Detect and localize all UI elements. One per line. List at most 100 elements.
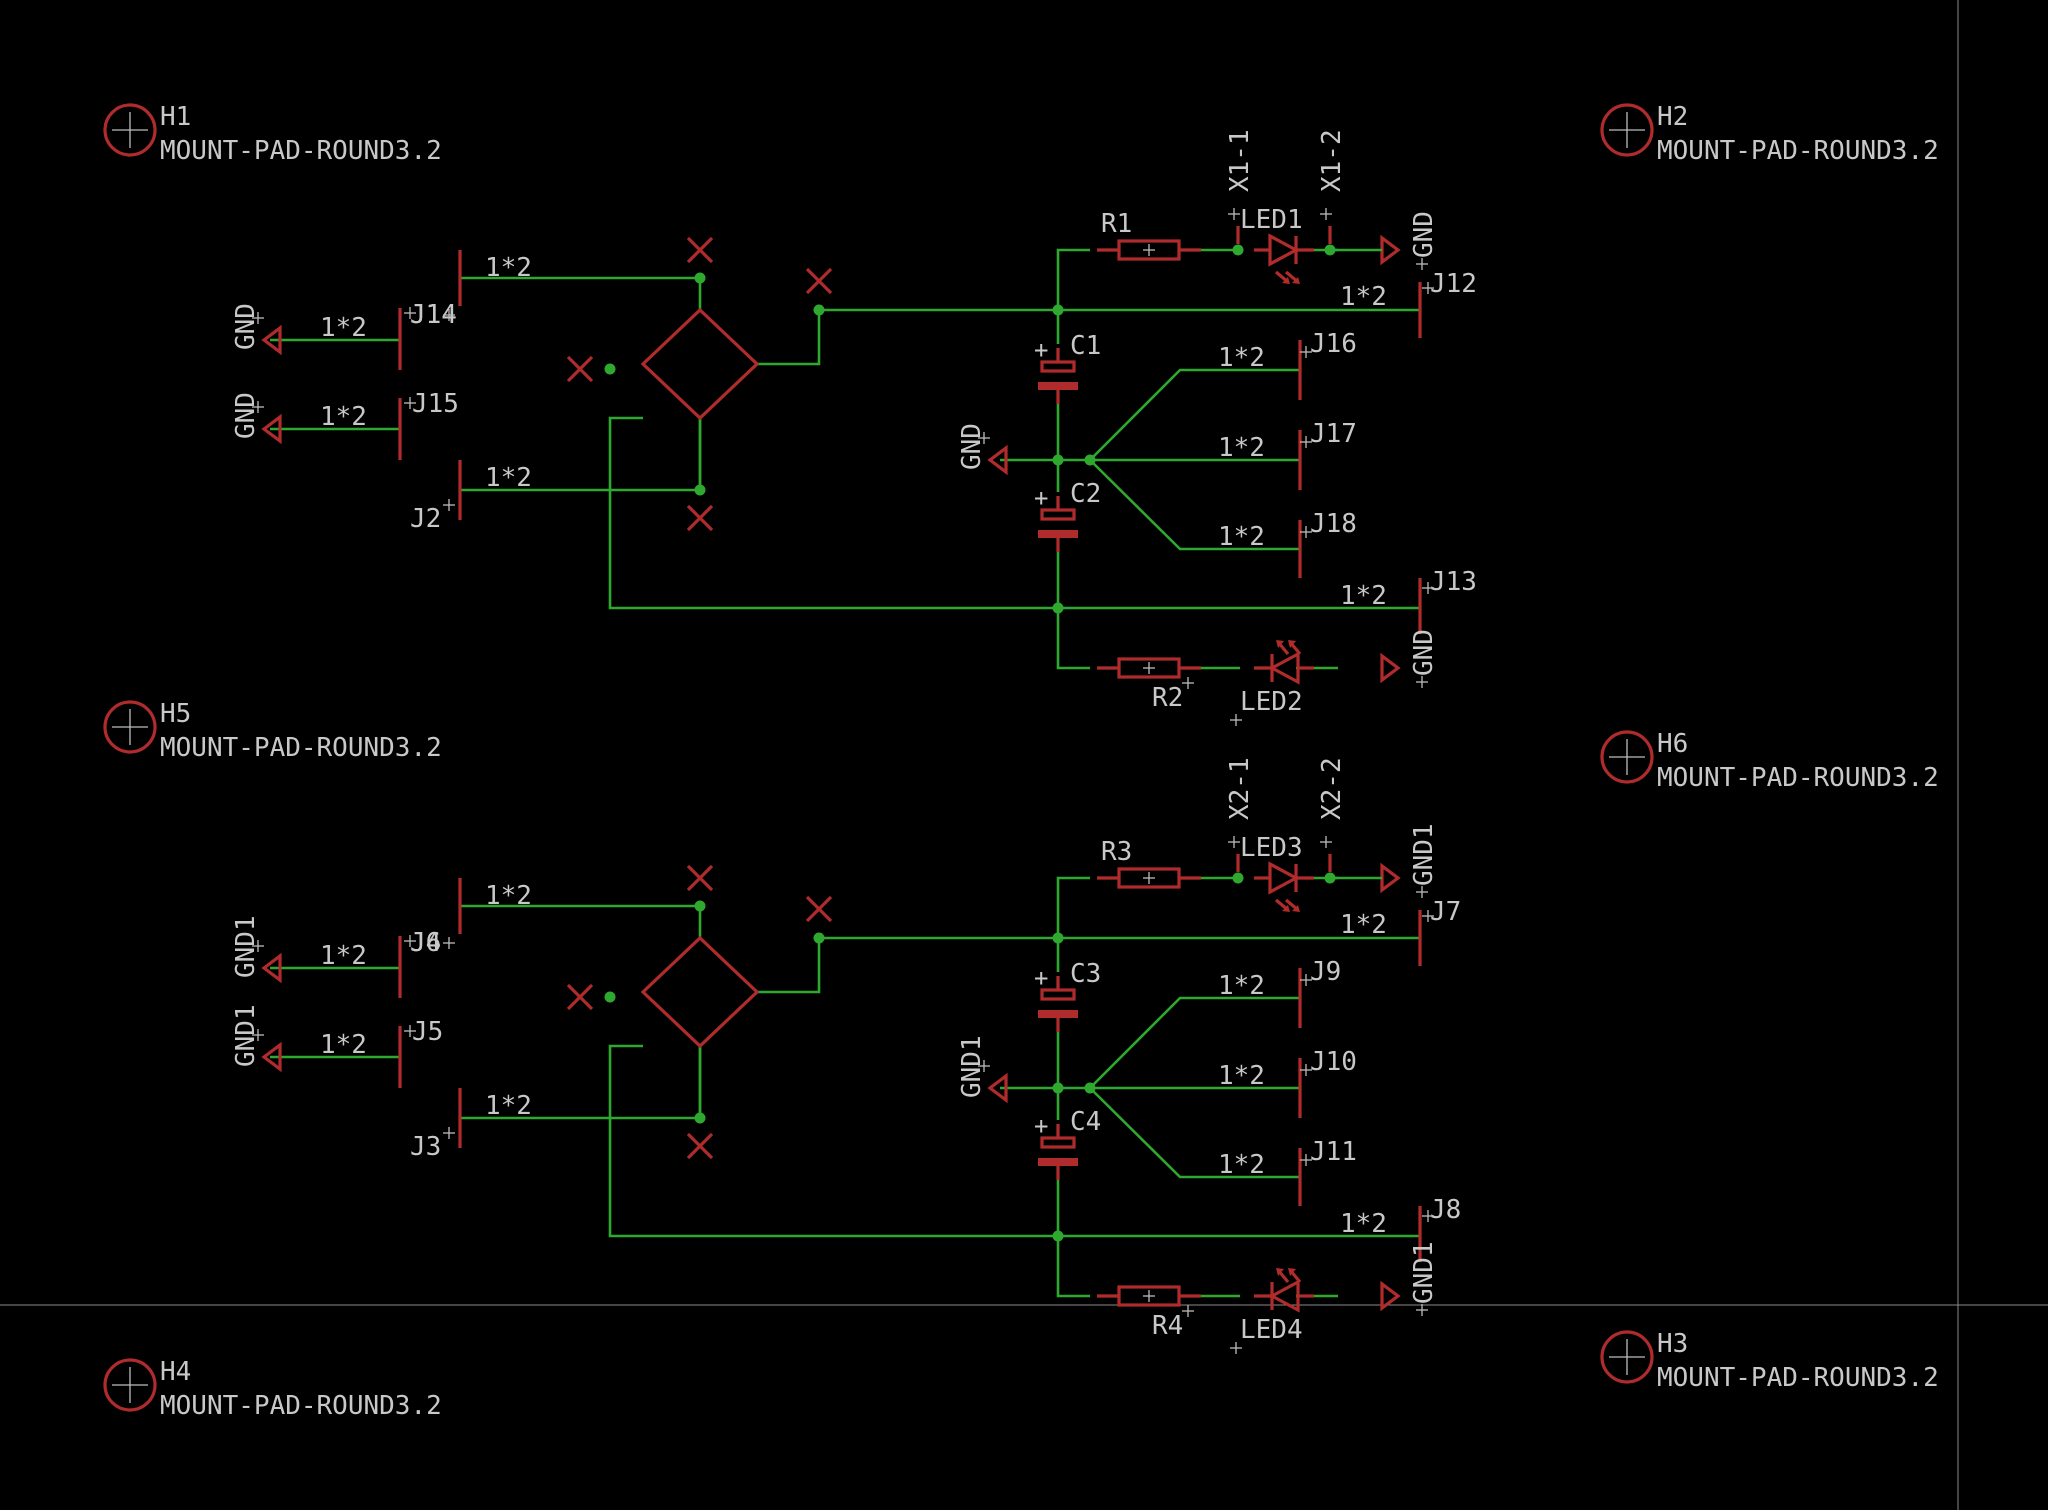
led-led2[interactable]: LED2: [1230, 640, 1314, 726]
ground-label: GND1: [1409, 823, 1439, 886]
capacitor-c4[interactable]: +C4: [1034, 1107, 1101, 1180]
connector-ref: J16: [1310, 329, 1357, 359]
ground-icon: [1380, 234, 1401, 266]
capacitor-ref: C3: [1070, 959, 1101, 989]
resistor-r1[interactable]: R1: [1097, 209, 1201, 261]
junction-dot: [604, 991, 616, 1003]
ground-symbol[interactable]: GND: [1380, 629, 1439, 688]
mount-hole-h5[interactable]: H5 MOUNT-PAD-ROUND3.2: [103, 699, 442, 763]
connector-value: 1*2: [485, 463, 532, 493]
net-wire[interactable]: [1089, 1087, 1300, 1179]
ground-symbol[interactable]: GND1: [957, 1035, 1008, 1104]
led-led1[interactable]: LED1: [1240, 205, 1314, 284]
net-wire[interactable]: [608, 416, 1058, 610]
connector-value: 1*2: [485, 881, 532, 911]
connector-ref: J8: [1430, 1195, 1461, 1225]
ground-label: GND1: [231, 915, 261, 978]
ground-symbol[interactable]: GND1: [1380, 1241, 1439, 1316]
capacitor-c1[interactable]: +C1: [1034, 331, 1101, 404]
test-point-ref: X1-2: [1317, 129, 1347, 192]
bridge-rectifier-icon[interactable]: [640, 307, 760, 421]
ground-icon: [1380, 862, 1401, 894]
ground-icon: [1380, 1280, 1401, 1312]
net-wire[interactable]: [1056, 876, 1090, 938]
no-connect-icon: [686, 864, 714, 892]
net-wire[interactable]: [1056, 1236, 1090, 1298]
connector-j2[interactable]: 1*2J2: [410, 460, 532, 534]
connector-j3[interactable]: 1*2J3: [410, 1088, 532, 1162]
led-icon: [1268, 651, 1300, 685]
ground-symbol[interactable]: GND: [231, 303, 282, 356]
net-wire[interactable]: [1056, 608, 1090, 670]
connector-ref: J2: [410, 504, 441, 534]
led-led3[interactable]: LED3: [1240, 833, 1314, 912]
led-led4[interactable]: LED4: [1230, 1268, 1314, 1354]
junction-dot: [694, 484, 706, 496]
resistor-r3[interactable]: R3: [1097, 837, 1201, 889]
mount-hole-h6[interactable]: H6 MOUNT-PAD-ROUND3.2: [1600, 729, 1939, 793]
ground-symbol[interactable]: GND1: [1380, 823, 1439, 898]
connector-j1[interactable]: 1*2J1: [410, 250, 532, 330]
net-wire[interactable]: [757, 308, 1058, 366]
test-point-x1-2[interactable]: X1-2: [1317, 129, 1347, 244]
net-wire[interactable]: [1089, 996, 1300, 1089]
ground-symbol[interactable]: GND: [231, 392, 282, 445]
resistor-r4[interactable]: R4: [1097, 1285, 1201, 1341]
capacitor-c2[interactable]: +C2: [1034, 479, 1101, 552]
ground-symbol[interactable]: GND1: [231, 915, 282, 984]
ground-label: GND1: [231, 1004, 261, 1067]
capacitor-c3[interactable]: +C3: [1034, 959, 1101, 1032]
ground-symbol[interactable]: GND: [957, 423, 1008, 476]
capacitor-ref: C4: [1070, 1107, 1101, 1137]
resistor-r2[interactable]: R2: [1097, 657, 1201, 713]
test-point-x2-2[interactable]: X2-2: [1317, 757, 1347, 872]
mount-hole-value: MOUNT-PAD-ROUND3.2: [160, 1391, 442, 1421]
ground-symbol[interactable]: GND: [1380, 211, 1439, 270]
connector-j4[interactable]: 1*2J4: [410, 878, 532, 958]
junction-dot: [1052, 932, 1064, 944]
mount-hole-h2[interactable]: H2 MOUNT-PAD-ROUND3.2: [1600, 102, 1939, 166]
connector-value: 1*2: [320, 1030, 367, 1060]
test-point-x2-1[interactable]: X2-1: [1225, 757, 1255, 872]
no-connect-icon: [686, 504, 714, 532]
connector-value: 1*2: [485, 253, 532, 283]
mount-hole-h4[interactable]: H4 MOUNT-PAD-ROUND3.2: [103, 1357, 442, 1421]
capacitor-polarity: +: [1034, 484, 1048, 512]
net-wire[interactable]: [459, 904, 759, 1120]
junction-dot: [1052, 602, 1064, 614]
mount-hole-h1[interactable]: H1 MOUNT-PAD-ROUND3.2: [103, 102, 442, 166]
net-wire[interactable]: [608, 1044, 1058, 1238]
net-wire[interactable]: [1089, 368, 1300, 461]
net-wire[interactable]: [459, 276, 759, 492]
test-point-x1-1[interactable]: X1-1: [1225, 129, 1255, 244]
connector-ref: J1: [410, 300, 441, 330]
ground-icon: [261, 324, 282, 356]
led-ref: LED1: [1240, 205, 1303, 235]
net-wire[interactable]: [1056, 248, 1090, 310]
ground-symbol[interactable]: GND1: [231, 1004, 282, 1073]
connector-value: 1*2: [1340, 910, 1387, 940]
bridge-rectifier-icon[interactable]: [640, 935, 760, 1049]
mount-hole-h3[interactable]: H3 MOUNT-PAD-ROUND3.2: [1600, 1329, 1939, 1393]
ground-icon: [261, 1041, 282, 1073]
ground-icon: [987, 1072, 1008, 1104]
connector-value: 1*2: [1218, 1150, 1265, 1180]
net-wire[interactable]: [1089, 459, 1300, 551]
net-wire[interactable]: [757, 936, 1058, 994]
